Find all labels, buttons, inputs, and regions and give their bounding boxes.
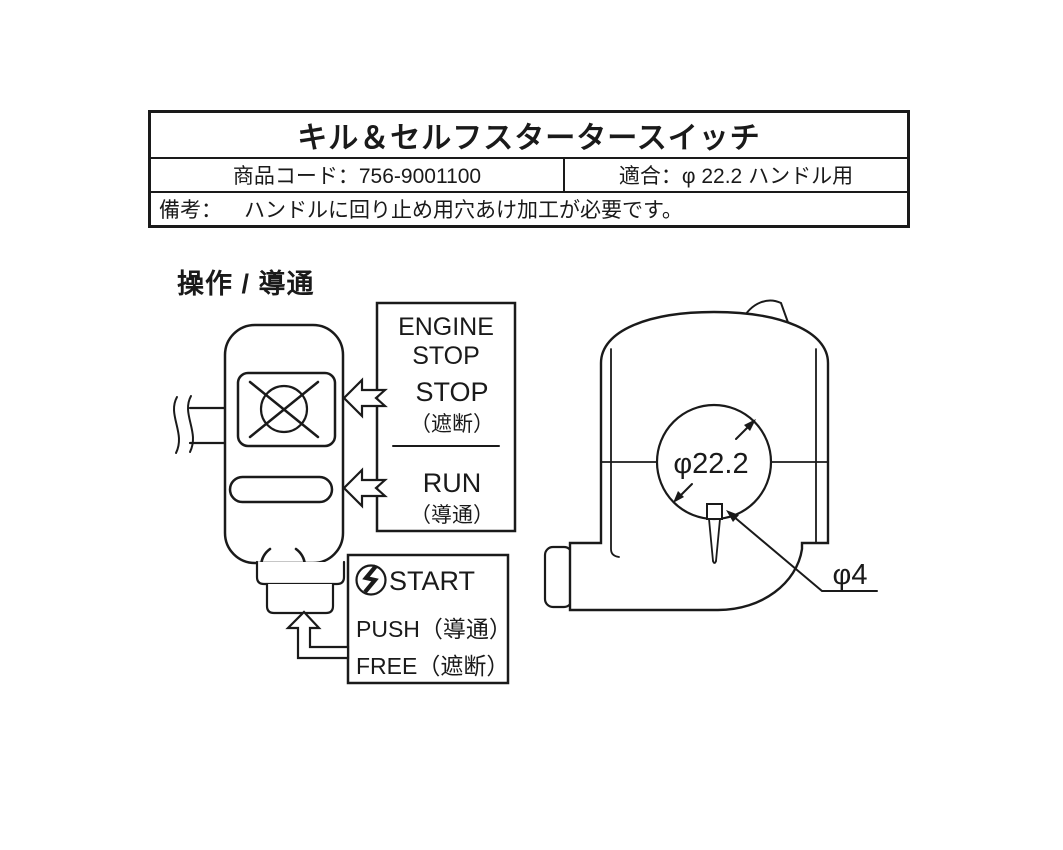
start-label: START	[389, 566, 475, 596]
body-contour-left	[610, 348, 620, 558]
free-state-line: FREE（遮断）	[356, 653, 509, 679]
remarks-label: 備考：	[159, 199, 222, 222]
remarks-row: 備考： ハンドルに回り止め用穴あけ加工が必要です。	[151, 193, 907, 225]
engine-stop-title-line1: ENGINE	[398, 313, 494, 341]
engine-stop-box	[375, 301, 517, 533]
spec-table: キル＆セルフスタータースイッチ 商品コード：756-9001100 適合：φ 2…	[148, 110, 910, 228]
electric-start-icon	[355, 564, 387, 596]
engine-stop-title-line2: STOP	[412, 342, 480, 370]
run-slot	[228, 475, 334, 504]
run-state-conduction: （導通）	[410, 504, 494, 527]
stop-position-arrow	[342, 377, 388, 419]
bore-diameter-arrow	[673, 419, 756, 503]
anti-rotation-pin	[706, 503, 723, 564]
pin-dimension-label: φ4	[833, 559, 868, 591]
push-state-line: PUSH（導通）	[356, 616, 512, 642]
stop-state-conduction: （遮断）	[410, 413, 494, 436]
front-view	[172, 323, 346, 615]
wire-outlet-cap	[543, 545, 574, 609]
remarks-text: ハンドルに回り止め用穴あけ加工が必要です。	[244, 199, 683, 222]
product-code-cell: 商品コード：756-9001100	[151, 159, 565, 191]
pin-dim-leader	[726, 510, 878, 592]
start-push-arrow	[285, 610, 350, 660]
body-step-1	[255, 560, 346, 586]
run-position-arrow	[342, 467, 388, 509]
side-view	[543, 299, 878, 612]
engine-stop-icon	[248, 380, 320, 439]
section-heading: 操作 / 導通	[177, 269, 315, 299]
handlebar-stub	[172, 395, 228, 454]
product-title: キル＆セルフスタータースイッチ	[151, 113, 907, 159]
fitment-cell: 適合：φ 22.2 ハンドル用	[618, 165, 854, 188]
stop-state-label: STOP	[415, 377, 488, 407]
run-state-label: RUN	[423, 468, 482, 498]
start-box	[346, 553, 510, 685]
spec-table-row-codes: 商品コード：756-9001100 適合：φ 22.2 ハンドル用	[151, 159, 907, 193]
body-step-2	[265, 582, 335, 615]
bore-dimension-label: φ22.2	[673, 448, 748, 480]
